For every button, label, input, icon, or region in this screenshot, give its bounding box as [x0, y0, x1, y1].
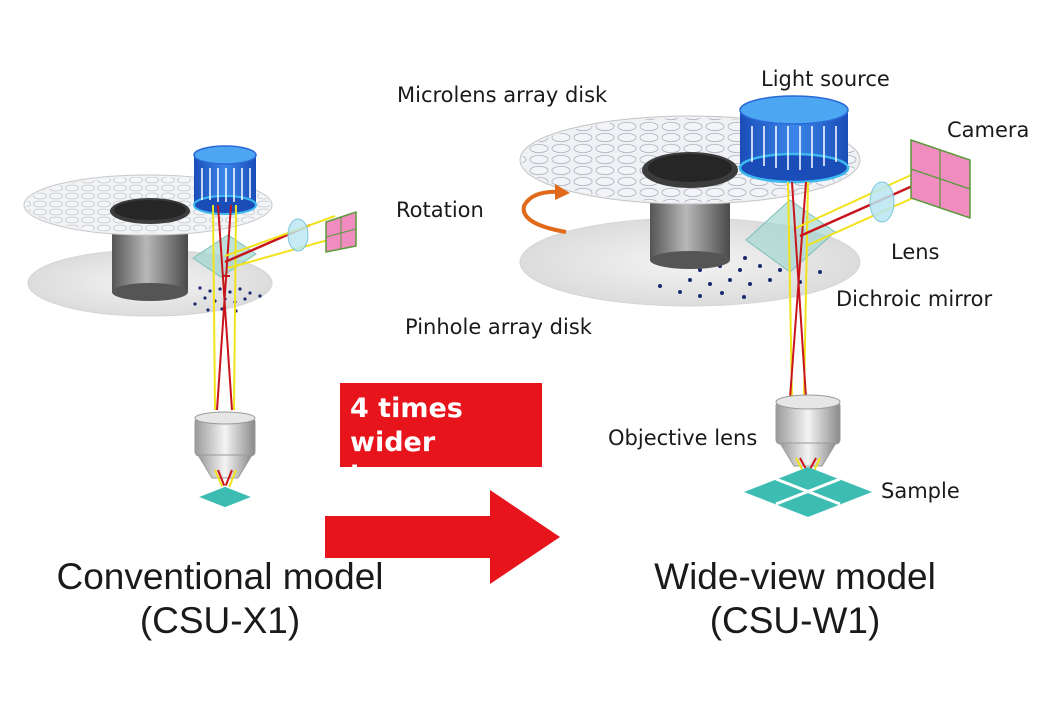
lens-right	[869, 181, 895, 223]
wider-image-area-callout: 4 times wider image area	[340, 383, 542, 492]
conventional-model-caption: Conventional model (CSU-X1)	[40, 555, 400, 643]
sample-label: Sample	[881, 479, 960, 503]
conventional-model-name: Conventional model	[56, 556, 384, 597]
dichroic-mirror-label: Dichroic mirror	[836, 287, 993, 311]
lens-label: Lens	[891, 240, 940, 264]
wide-view-model-caption: Wide-view model (CSU-W1)	[620, 555, 970, 643]
light-source-right	[738, 95, 850, 184]
sample-right	[744, 467, 872, 517]
pinhole-array-disk-label: Pinhole array disk	[405, 315, 592, 339]
camera-label: Camera	[947, 118, 1030, 142]
rotation-arrow-icon	[521, 189, 567, 234]
rotation-label: Rotation	[396, 198, 484, 222]
microlens-array-disk-label: Microlens array disk	[397, 83, 608, 107]
objective-lens-label: Objective lens	[608, 426, 758, 450]
wide-view-model-name: Wide-view model	[654, 556, 936, 597]
callout-line-2: image area	[350, 461, 521, 492]
pinhole-dots-right	[658, 256, 822, 299]
light-beams-left	[212, 204, 336, 411]
callout-line-1: 4 times wider	[350, 393, 463, 458]
lens-left	[287, 218, 309, 252]
wide-view-model-code: (CSU-W1)	[709, 600, 881, 641]
dichroic-mirror-left	[192, 234, 257, 278]
comparison-arrow-icon	[325, 490, 560, 584]
light-source-label: Light source	[761, 67, 890, 91]
conventional-model-figure	[23, 145, 357, 509]
objective-lens-right	[775, 394, 841, 489]
light-source-left	[193, 145, 257, 215]
sample-left	[194, 485, 256, 509]
wide-view-model-figure	[519, 95, 971, 517]
conventional-model-code: (CSU-X1)	[139, 600, 301, 641]
